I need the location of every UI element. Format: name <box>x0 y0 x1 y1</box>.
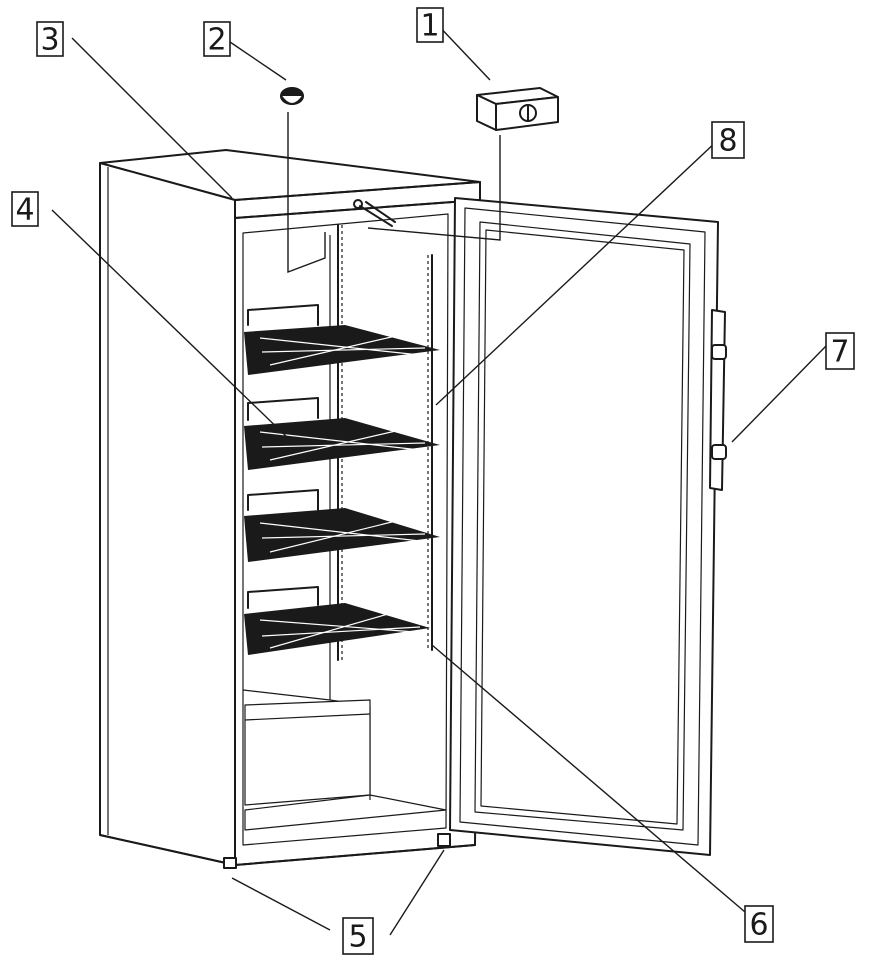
callout-4-label: 4 <box>15 193 34 228</box>
callout-1-label: 1 <box>420 9 439 44</box>
callout-5: 5 <box>342 917 374 955</box>
callout-6: 6 <box>744 905 774 943</box>
callout-8-label: 8 <box>718 124 737 159</box>
lamp-cover <box>280 87 304 105</box>
callout-1: 1 <box>416 7 444 44</box>
probe-bracket <box>353 199 396 227</box>
thermostat-box <box>476 87 559 131</box>
cabinet-body <box>99 149 481 869</box>
callout-7: 7 <box>825 332 855 370</box>
wire-shelves <box>244 304 440 655</box>
callout-3-label: 3 <box>40 23 59 58</box>
callout-7-label: 7 <box>830 335 849 370</box>
door <box>449 197 727 856</box>
shelf-3 <box>244 489 440 562</box>
leader-lines <box>51 21 827 936</box>
callout-2-label: 2 <box>207 23 226 58</box>
callout-4: 4 <box>11 191 39 228</box>
shelf-4 <box>244 586 430 655</box>
shelf-1 <box>244 304 440 375</box>
door-handle <box>709 309 727 491</box>
callout-3: 3 <box>36 21 64 58</box>
shelf-2 <box>244 397 440 470</box>
callout-6-label: 6 <box>749 908 768 943</box>
callout-2: 2 <box>203 21 231 58</box>
callout-8: 8 <box>711 121 745 159</box>
callout-5-label: 5 <box>348 920 367 955</box>
